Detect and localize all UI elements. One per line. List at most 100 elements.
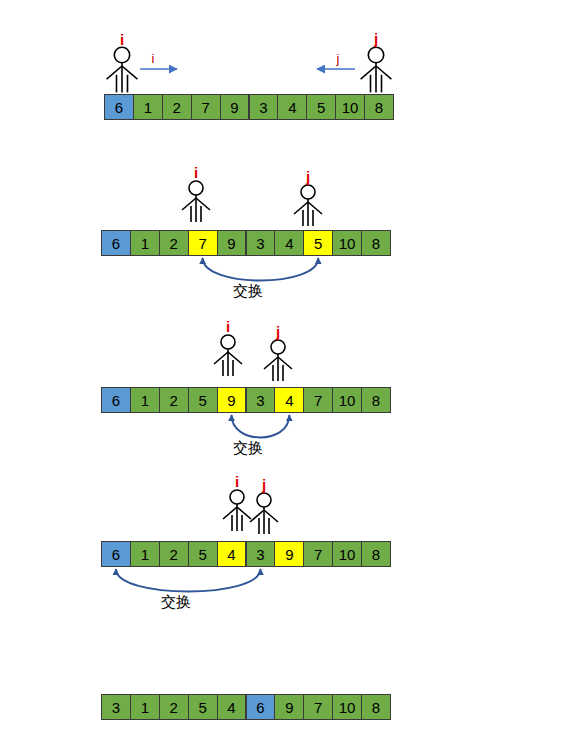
cell-value: 6 (115, 99, 123, 116)
cell-value: 8 (372, 392, 380, 409)
swap-label: 交换 (231, 283, 265, 300)
swap-label: 交换 (159, 594, 193, 611)
pointer-name: i (235, 474, 239, 489)
array-cell: 3 (246, 230, 276, 256)
cell-value: 10 (342, 99, 359, 116)
array-cell: 4 (274, 387, 304, 413)
cell-value: 2 (170, 699, 178, 716)
array-cell: 7 (191, 94, 221, 120)
cell-value: 1 (141, 235, 149, 252)
array-cell: 1 (130, 541, 160, 567)
cell-value: 8 (372, 235, 380, 252)
cell-value: 10 (339, 546, 356, 563)
swap-arrow (232, 415, 290, 438)
array-cell: 9 (217, 230, 247, 256)
array-cell: 8 (361, 387, 391, 413)
array-cell: 3 (246, 541, 276, 567)
cell-value: 3 (256, 235, 264, 252)
array-cell: 3 (101, 694, 131, 720)
array-cell: 5 (188, 387, 218, 413)
cell-value: 8 (375, 99, 383, 116)
swap-label: 交换 (231, 440, 265, 457)
array-cell: 6 (101, 541, 131, 567)
array-cell: 6 (101, 230, 131, 256)
array-cell: 5 (188, 694, 218, 720)
array-cell: 1 (133, 94, 163, 120)
cell-value: 7 (314, 699, 322, 716)
cell-value: 8 (372, 546, 380, 563)
array-cell: 4 (274, 230, 304, 256)
cell-value: 5 (198, 392, 206, 409)
cell-value: 9 (227, 235, 235, 252)
array-cell: 2 (162, 94, 192, 120)
array-cell: 5 (303, 230, 333, 256)
array-cell: 1 (130, 694, 160, 720)
array-cell: 8 (364, 94, 394, 120)
pointer-name: j (374, 31, 378, 46)
swap-arrow (116, 569, 261, 592)
cell-value: 2 (173, 99, 181, 116)
array-cell: 1 (130, 230, 160, 256)
cell-value: 5 (198, 546, 206, 563)
cell-value: 10 (339, 235, 356, 252)
cell-value: 2 (170, 235, 178, 252)
cell-value: 3 (112, 699, 120, 716)
array-cell: 3 (246, 387, 276, 413)
array-cell: 7 (188, 230, 218, 256)
cell-value: 9 (227, 392, 235, 409)
cell-value: 4 (288, 99, 296, 116)
array-cell: 10 (332, 541, 362, 567)
array-cell: 4 (217, 541, 247, 567)
stick-figure (223, 490, 251, 531)
cell-value: 6 (256, 699, 264, 716)
stick-figure (214, 335, 242, 376)
array-cell: 7 (303, 387, 333, 413)
stick-figure (107, 47, 138, 92)
array-cell: 6 (246, 694, 276, 720)
cell-value: 2 (170, 392, 178, 409)
array-cell: 9 (274, 694, 304, 720)
array-cell: 2 (159, 387, 189, 413)
array-cell: 3 (249, 94, 279, 120)
cell-value: 5 (314, 235, 322, 252)
pointer-name: i (226, 319, 230, 334)
pointer-name: i (194, 165, 198, 180)
array-cell: 2 (159, 230, 189, 256)
cell-value: 1 (144, 99, 152, 116)
array-cell: 6 (104, 94, 134, 120)
stick-figure (294, 185, 322, 226)
direction-label: j (337, 52, 340, 65)
array-cell: 8 (361, 230, 391, 256)
cell-value: 9 (285, 546, 293, 563)
array-cell: 2 (159, 694, 189, 720)
cell-value: 6 (112, 392, 120, 409)
cell-value: 9 (285, 699, 293, 716)
cell-value: 1 (141, 546, 149, 563)
array-cell: 5 (188, 541, 218, 567)
array-cell: 7 (303, 694, 333, 720)
cell-value: 10 (339, 392, 356, 409)
stick-figure (182, 181, 210, 222)
swap-arrow (203, 258, 319, 281)
array-cell: 5 (306, 94, 336, 120)
array-cell: 10 (332, 694, 362, 720)
array-cell: 10 (332, 230, 362, 256)
cell-value: 5 (317, 99, 325, 116)
array-cell: 4 (217, 694, 247, 720)
cell-value: 3 (256, 546, 264, 563)
array-cell: 10 (335, 94, 365, 120)
cell-value: 7 (198, 235, 206, 252)
direction-arrow (317, 68, 355, 70)
cell-value: 4 (285, 235, 293, 252)
array-cell: 4 (277, 94, 307, 120)
cell-value: 6 (112, 546, 120, 563)
cell-value: 4 (227, 699, 235, 716)
pointer-name: i (120, 32, 124, 47)
cell-value: 7 (314, 392, 322, 409)
cell-value: 8 (372, 699, 380, 716)
cell-value: 10 (339, 699, 356, 716)
cell-value: 1 (141, 392, 149, 409)
cell-value: 3 (259, 99, 267, 116)
array-cell: 9 (274, 541, 304, 567)
array-cell: 2 (159, 541, 189, 567)
